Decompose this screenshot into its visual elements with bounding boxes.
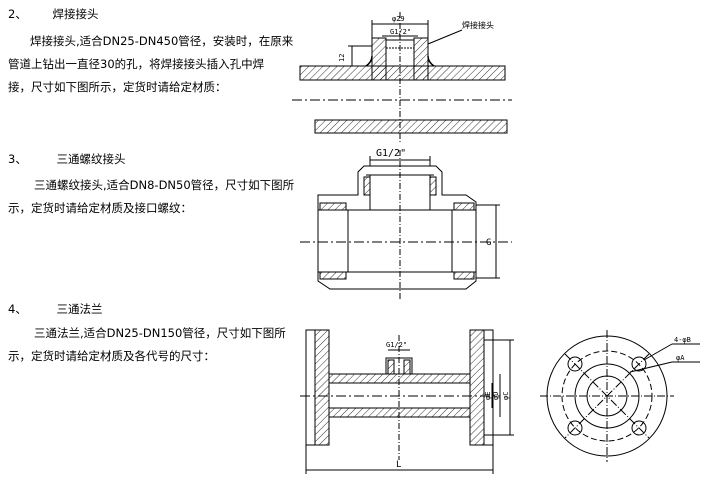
- section-4-heading: 4、 三通法兰: [8, 302, 102, 316]
- pipe-top-wall: [299, 65, 506, 81]
- dim-phi-e: φE: [484, 392, 492, 400]
- section-2-line-1: 焊接接头,适合DN25-DN450管径，安装时，在原来: [30, 34, 294, 48]
- section-2-line-2: 管道上钻出一直径30的孔，将焊接接头插入孔中焊: [8, 57, 265, 71]
- dim-thread: G1/2": [390, 28, 411, 36]
- dim-phi-c: φC: [502, 392, 510, 400]
- bolt-hole: [567, 420, 583, 436]
- flange-face-drawing: [540, 330, 700, 462]
- bolt-hole: [567, 356, 583, 372]
- dim-flange-thread: G1/2": [386, 341, 407, 349]
- section-title: 三通螺纹接头: [56, 152, 126, 166]
- section-2-heading: 2、 焊接接头: [8, 7, 98, 21]
- dim-phi29: φ29: [392, 15, 405, 23]
- dim-g: G: [486, 238, 491, 248]
- section-number: 2、: [8, 7, 27, 21]
- section-number: 3、: [8, 152, 27, 166]
- dim-l: L: [396, 460, 401, 470]
- flanged-tee-drawing: [300, 329, 514, 474]
- section-4-line-1: 三通法兰,适合DN25-DN150管径，尺寸如下图所: [34, 326, 286, 340]
- weld-callout-label: 焊接接头: [462, 20, 494, 30]
- pipe-bottom-wall: [314, 119, 508, 134]
- dim-tee-thread: G1/2": [376, 148, 406, 159]
- dim-phi-d: φD: [492, 392, 500, 400]
- dim-phi-a: φA: [676, 354, 685, 362]
- section-title: 三通法兰: [56, 302, 103, 316]
- section-3-line-1: 三通螺纹接头,适合DN8-DN50管径，尺寸如下图所: [34, 178, 295, 192]
- fitting-right-wall: [413, 37, 429, 81]
- section-title: 焊接接头: [52, 7, 99, 21]
- threaded-tee-drawing: [300, 150, 512, 300]
- right-flange: [469, 329, 485, 446]
- bolt-hole: [631, 420, 647, 436]
- section-3-line-2: 示，定货时请给定材质及接口螺纹：: [8, 201, 192, 215]
- section-2-line-3: 接，尺寸如下图所示，定货时请给定材质：: [8, 80, 227, 94]
- section-4-line-2: 示，定货时请给定材质及各代号的尺寸：: [8, 349, 215, 363]
- section-3-heading: 3、 三通螺纹接头: [8, 152, 125, 166]
- weld-joint-drawing: [292, 12, 512, 142]
- left-flange: [314, 329, 330, 446]
- fitting-left-wall: [371, 37, 387, 81]
- bolt-hole: [631, 356, 647, 372]
- dim-height-12: 12: [338, 54, 346, 62]
- dim-bolt-holes: 4-φB: [674, 336, 691, 344]
- section-number: 4、: [8, 302, 27, 316]
